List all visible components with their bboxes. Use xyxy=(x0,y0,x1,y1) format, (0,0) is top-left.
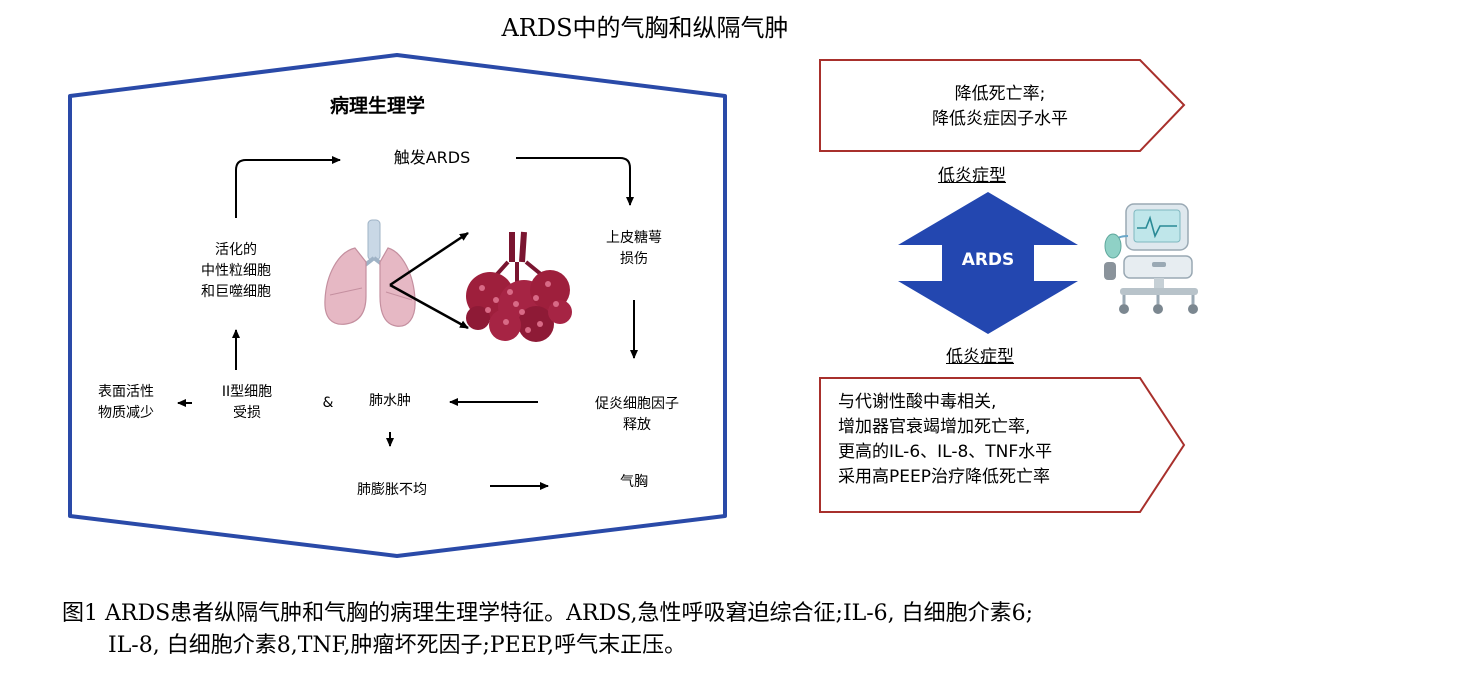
figure-caption: 图1 ARDS患者纵隔气肿和气胸的病理生理学特征。ARDS,急性呼吸窘迫综合征;… xyxy=(62,598,1033,662)
node-uneven-inflation: 肺膨胀不均 xyxy=(357,482,427,498)
node-type2-line2: 受损 xyxy=(233,405,261,421)
lungs-icon xyxy=(324,219,416,327)
node-surfactant-line1: 表面活性 xyxy=(98,384,154,400)
ventilator-icon xyxy=(1104,203,1198,314)
bottom-box-line2: 增加器官衰竭增加死亡率, xyxy=(838,417,1031,437)
arrow-trigger-to-epithelial xyxy=(516,157,634,206)
pathophysiology-heading: 病理生理学 xyxy=(330,95,426,117)
node-activated-line3: 和巨噬细胞 xyxy=(201,284,271,300)
bottom-box-line4: 采用高PEEP治疗降低死亡率 xyxy=(838,467,1050,487)
arrow-activated-to-trigger xyxy=(235,156,341,218)
node-epithelial-damage: 上皮糖萼 损伤 xyxy=(578,228,690,270)
node-type2-cell-damage: II型细胞 受损 xyxy=(210,382,284,424)
top-box-line2: 降低炎症因子水平 xyxy=(932,109,1068,129)
bottom-phenotype-label: 低炎症型 xyxy=(946,347,1014,367)
caption-line1: 图1 ARDS患者纵隔气肿和气胸的病理生理学特征。ARDS,急性呼吸窘迫综合征;… xyxy=(62,601,1034,626)
caption-line2: IL-8, 白细胞介素8,TNF,肿瘤坏死因子;PEEP,呼气末正压。 xyxy=(108,633,687,658)
node-cytokine-line1: 促炎细胞因子 xyxy=(595,396,679,412)
alveoli-icon xyxy=(466,231,572,342)
top-box-line1: 降低死亡率; xyxy=(954,84,1046,104)
arrow-lungs-upper xyxy=(389,231,469,287)
bottom-phenotype-box xyxy=(819,377,1186,513)
node-pneumothorax: 气胸 xyxy=(620,474,648,490)
ards-arrow-label: ARDS xyxy=(961,250,1015,270)
bottom-box-line1: 与代谢性酸中毒相关, xyxy=(838,392,997,412)
node-type2-line1: II型细胞 xyxy=(221,384,273,400)
node-epithelial-line2: 损伤 xyxy=(620,251,648,267)
top-phenotype-box xyxy=(819,59,1186,152)
node-surfactant-decrease: 表面活性 物质减少 xyxy=(78,382,174,424)
node-cytokine-line2: 释放 xyxy=(623,417,651,433)
node-activated-cells: 活化的 中性粒细胞 和巨噬细胞 xyxy=(176,240,296,303)
bottom-phenotype-text: 与代谢性酸中毒相关, 增加器官衰竭增加死亡率, 更高的IL-6、IL-8、TNF… xyxy=(838,390,1052,490)
node-activated-line1: 活化的 xyxy=(215,242,257,258)
node-activated-line2: 中性粒细胞 xyxy=(201,263,271,279)
ards-double-arrow xyxy=(898,192,1078,334)
node-pulmonary-edema: 肺水肿 xyxy=(369,393,411,409)
node-trigger-ards: 触发ARDS xyxy=(393,148,471,167)
top-phenotype-label: 低炎症型 xyxy=(938,166,1006,186)
pathophysiology-frame xyxy=(68,53,727,558)
node-epithelial-line1: 上皮糖萼 xyxy=(606,230,662,246)
top-phenotype-text: 降低死亡率; 降低炎症因子水平 xyxy=(878,82,1122,132)
node-ampersand: & xyxy=(322,395,334,411)
diagram-title: ARDS中的气胸和纵隔气肿 xyxy=(501,14,789,42)
bottom-box-line3: 更高的IL-6、IL-8、TNF水平 xyxy=(838,442,1053,462)
arrow-lungs-lower xyxy=(389,283,469,330)
node-cytokine-release: 促炎细胞因子 释放 xyxy=(572,394,702,436)
node-surfactant-line2: 物质减少 xyxy=(98,405,154,421)
